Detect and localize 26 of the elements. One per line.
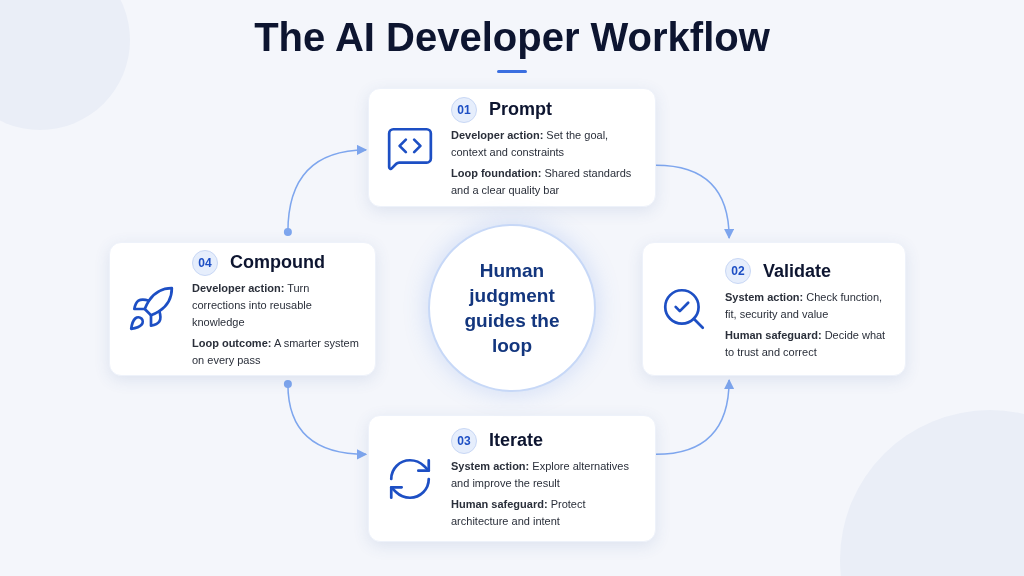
title: The AI Developer Workflow <box>254 14 770 61</box>
step-number: 01 <box>451 96 477 123</box>
step-number: 04 <box>192 249 218 276</box>
arrow <box>655 164 734 240</box>
step-description: Loop outcome: A smarter system on every pass <box>192 336 360 368</box>
step-title: Compound <box>230 251 325 274</box>
center-text: Human judgment guides the loop <box>463 259 561 358</box>
step-description: Loop foundation: Shared standards and a clear quality bar <box>451 166 633 198</box>
step-description: System action: Check function, fit, security and value <box>725 289 884 322</box>
step-title: Validate <box>763 259 832 283</box>
step-number: 02 <box>725 258 751 284</box>
arrow <box>283 380 368 460</box>
step-title: Iterate <box>489 429 544 452</box>
step-description: System action: Explore alternatives and improve the result <box>451 459 630 491</box>
step-description: Developer action: Set the goal, context and constraints <box>451 128 610 160</box>
step-description: Human safeguard: Decide what to trust and correct <box>725 327 887 360</box>
step-card <box>368 415 656 542</box>
step-card <box>109 242 376 376</box>
step-description: Developer action: Turn corrections into reusable knowledge <box>192 281 313 330</box>
arrow <box>655 378 734 456</box>
step-card <box>642 242 906 376</box>
step-title: Prompt <box>489 98 552 121</box>
step-card <box>368 88 656 207</box>
arrow <box>283 145 368 236</box>
step-number: 03 <box>451 427 477 454</box>
step-description: Human safeguard: Protect architecture and intent <box>451 497 587 529</box>
